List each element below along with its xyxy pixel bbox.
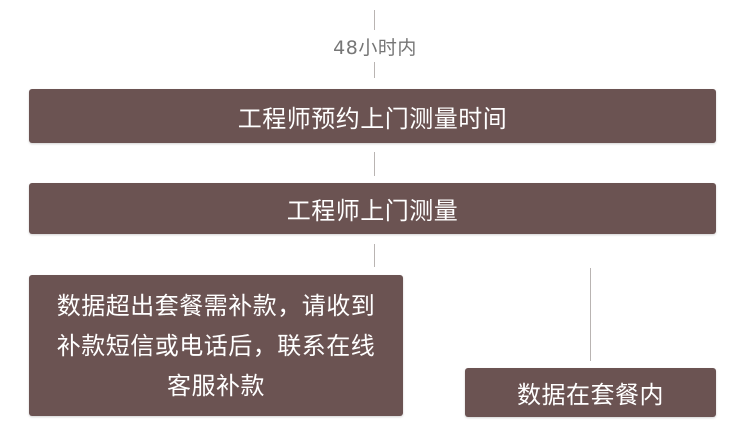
step-onsite-measurement: 工程师上门测量 xyxy=(29,183,716,234)
connector-branch-right xyxy=(590,268,591,361)
timing-label: 48小时内 xyxy=(333,37,417,59)
connector-step1-step2 xyxy=(374,152,375,176)
connector-step2-branch-left xyxy=(374,244,375,267)
step-schedule-measurement: 工程师预约上门测量时间 xyxy=(29,89,716,143)
branch-over-package: 数据超出套餐需补款，请收到 补款短信或电话后，联系在线 客服补款 xyxy=(29,275,403,416)
branch-within-package: 数据在套餐内 xyxy=(465,368,716,417)
connector-top-lower xyxy=(374,62,375,78)
connector-top-upper xyxy=(374,10,375,30)
